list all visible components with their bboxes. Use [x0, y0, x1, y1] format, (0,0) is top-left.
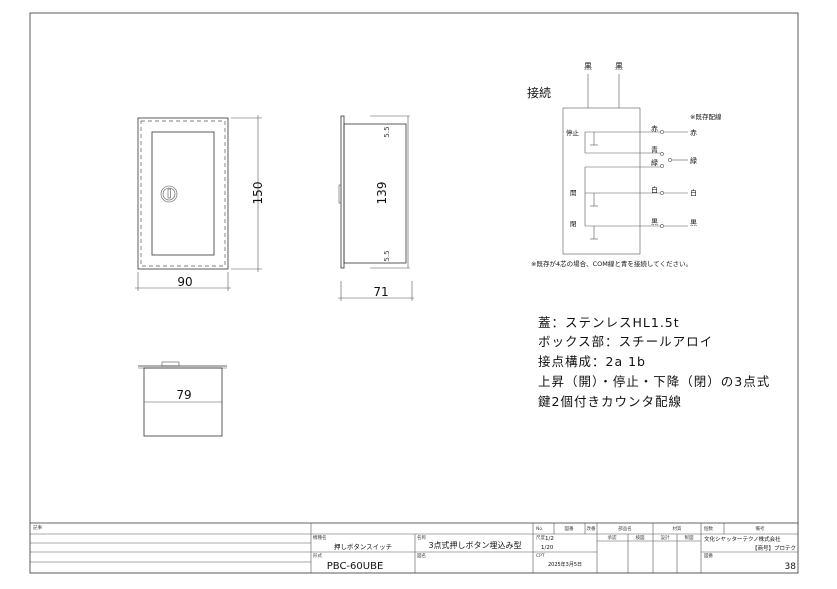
existing-wiring-label: ※既存配線 [690, 112, 722, 121]
company-name: 文化シヤッターテクノ株式会社 [704, 535, 781, 543]
model-type: PBC-60UBE [327, 561, 384, 572]
side-height-dimension: 139 [375, 182, 389, 205]
switch-label-close: 閉 [570, 220, 577, 228]
front-view: 150 90 [135, 115, 265, 291]
height-dimension: 150 [251, 182, 265, 205]
side-box-outline [343, 123, 407, 264]
type-label: 形式 [313, 552, 322, 559]
top-wire-label: 黒 [584, 62, 592, 71]
spec-list: 蓋：ステンレスHL1.5t ボックス部：スチールアロイ 接点構成：2a 1b 上… [538, 315, 770, 409]
spec-line: 接点構成：2a 1b [538, 354, 646, 369]
top-width-dimension: 79 [176, 388, 191, 402]
spec-line: 鍵2個付きカウンタ配線 [538, 394, 682, 409]
drawing-date: 2025年3月5日 [548, 561, 582, 568]
approval-label: 承認 [608, 534, 617, 541]
wiring-note: ※既存が4芯の場合、COM線と青を接続してください。 [531, 259, 692, 268]
terminal-label: 青 [651, 145, 658, 154]
top-view: 79 [138, 361, 227, 437]
terminal-label: 白 [651, 185, 658, 194]
header-qty: 個数 [704, 525, 713, 532]
side-view: 5.5 139 5.5 71 [338, 115, 414, 301]
hidden-box-outline [140, 120, 226, 267]
date-label: CPT [536, 553, 545, 559]
existing-wire-label: 緑 [690, 156, 697, 165]
model-category: 押しボタンスイッチ [334, 542, 392, 551]
notes-label: 記事 [33, 524, 42, 531]
drawing-number-label: 図番 [704, 552, 713, 559]
side-lip [338, 184, 342, 204]
product-name: 3点式押しボタン埋込み型 [428, 540, 521, 550]
top-wire-label: 黒 [615, 62, 623, 71]
scale-label: 尺度 [536, 534, 545, 541]
key-cylinder-icon [160, 185, 178, 203]
front-panel-outline [137, 117, 229, 270]
approval-label: 製図 [685, 534, 694, 541]
header-rev: 改番 [587, 525, 596, 532]
side-flange [340, 115, 345, 269]
terminal-label: 赤 [651, 125, 658, 133]
drawing-number: 38 [785, 562, 797, 572]
depth-dimension: 71 [373, 285, 388, 299]
approval-label: 設計 [661, 534, 670, 541]
switch-label-open: 開 [570, 189, 577, 197]
spec-line: 上昇（開）・停止・下降（閉）の3点式 [538, 374, 770, 389]
scale-value: 1/2 [545, 536, 554, 542]
header-part-name: 部品名 [618, 525, 632, 532]
terminal-label: 緑 [651, 158, 658, 167]
sheet-border [29, 12, 799, 574]
header-material: 材質 [673, 525, 682, 532]
top-lip [161, 361, 180, 367]
top-margin-dimension: 5.5 [383, 126, 391, 137]
spec-line: 蓋：ステンレスHL1.5t [538, 315, 680, 330]
width-dimension: 90 [177, 275, 192, 289]
scale-value: 1/20 [541, 545, 554, 551]
existing-wire-label: 赤 [690, 129, 697, 137]
brand-name: 【商号】プロテク [752, 544, 796, 552]
terminal-icon [660, 130, 672, 228]
name-label: 名称 [417, 534, 426, 541]
model-category-label: 機種名 [313, 534, 327, 541]
existing-wire-label: 白 [690, 188, 697, 197]
switch-box [562, 107, 641, 255]
bottom-margin-dimension: 5.5 [383, 250, 391, 261]
terminal-label: 黒 [651, 218, 658, 226]
header-remarks: 備考 [756, 525, 765, 532]
existing-wire-label: 黒 [690, 219, 697, 227]
wiring-title: 接続 [527, 85, 551, 100]
spec-line: ボックス部：スチールアロイ [538, 334, 713, 349]
faceplate-inner [151, 131, 215, 256]
approval-label: 検図 [636, 534, 645, 541]
header-drawing-no: 図番 [565, 525, 574, 532]
wiring-diagram: 接続 黒 黒 ※既存配線 停止 開 閉 赤 青 緑 白 黒 [527, 62, 722, 268]
drawing-name-label: 図名 [417, 552, 426, 559]
title-block: 記事 No. 図番 改番 部品名 材質 個数 備考 機種名 押しボタンスイッチ … [30, 522, 798, 573]
header-no: No. [536, 526, 543, 532]
switch-label-stop: 停止 [566, 128, 580, 137]
